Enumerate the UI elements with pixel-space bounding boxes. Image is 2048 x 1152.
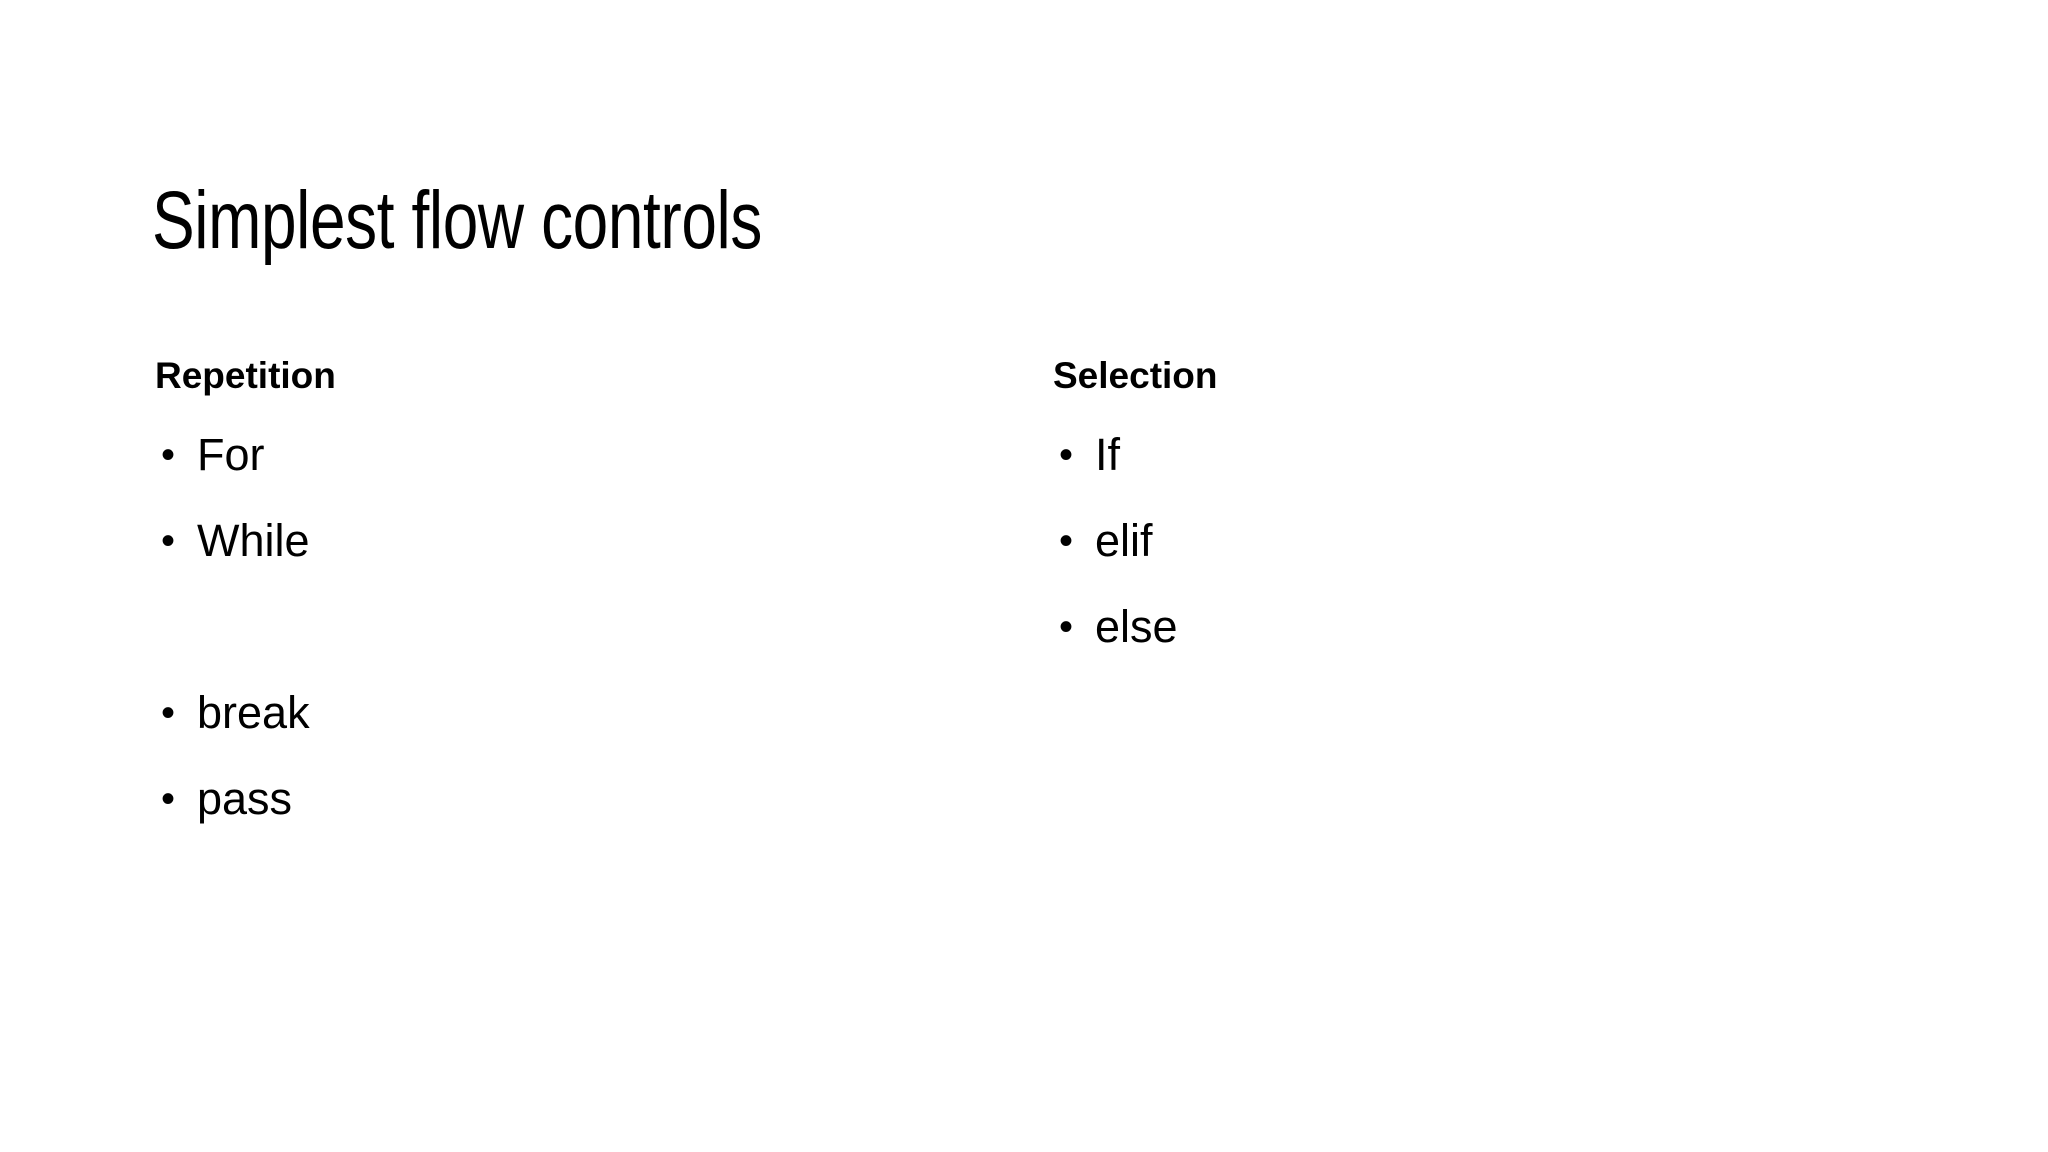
bullet-icon: •: [161, 433, 176, 477]
list-item: • elif: [1053, 498, 1913, 584]
list-item: • For: [155, 412, 1015, 498]
column-heading-selection: Selection: [1053, 355, 1218, 396]
bullet-icon: •: [1059, 605, 1074, 649]
list-item-label: break: [197, 687, 310, 738]
list-item: • pass: [155, 756, 1015, 842]
page-title: Simplest flow controls: [152, 174, 762, 266]
list-item-label: For: [197, 429, 265, 480]
list-item: • break: [155, 670, 1015, 756]
list-item: • While: [155, 498, 1015, 584]
column-repetition: Repetition • For • While • break: [155, 352, 1015, 842]
list-item: • else: [1053, 584, 1913, 670]
bullet-icon: •: [1059, 433, 1074, 477]
column-heading-repetition: Repetition: [155, 355, 336, 396]
list-item: • If: [1053, 412, 1913, 498]
bullet-list-repetition: • For • While • break • pass: [155, 412, 1015, 842]
column-selection: Selection • If • elif • else: [1053, 352, 1913, 670]
list-item-blank: [155, 584, 1015, 670]
slide-body: Repetition • For • While • break: [0, 352, 2048, 1092]
list-item-label: If: [1095, 429, 1121, 480]
list-item-label: else: [1095, 601, 1178, 652]
bullet-icon: •: [161, 519, 176, 563]
list-item-label: pass: [197, 773, 293, 824]
bullet-icon: •: [1059, 519, 1074, 563]
list-item-label: elif: [1095, 515, 1153, 566]
bullet-icon: •: [161, 777, 176, 821]
bullet-icon: •: [161, 691, 176, 735]
list-item-label: While: [197, 515, 310, 566]
bullet-list-selection: • If • elif • else: [1053, 412, 1913, 670]
